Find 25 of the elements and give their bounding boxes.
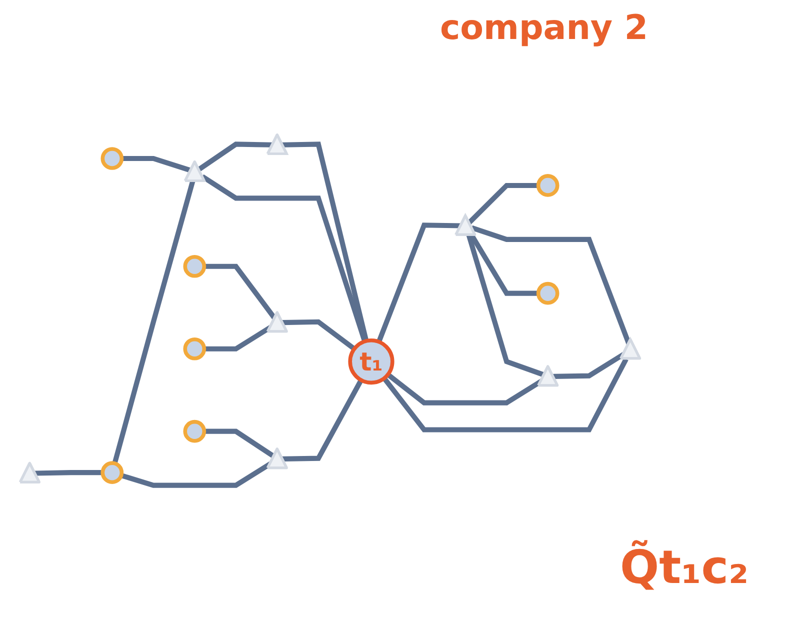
connector [112, 180, 196, 464]
connector [282, 319, 356, 351]
group-label: company 2 [440, 8, 648, 48]
connector [467, 182, 538, 224]
node-circle [100, 147, 124, 170]
node-circle [183, 254, 206, 278]
connector [382, 358, 628, 432]
connector [197, 142, 274, 172]
connector [282, 142, 369, 342]
connector [35, 470, 103, 476]
node-circle [536, 282, 560, 305]
connector [466, 234, 546, 378]
connector [204, 264, 277, 320]
node-circle [100, 461, 124, 484]
connector [470, 234, 538, 296]
connector [470, 225, 632, 345]
connector [122, 156, 192, 173]
node-circle [183, 420, 206, 443]
node-circle [183, 337, 206, 360]
node-circle [536, 174, 560, 197]
node-circle: t₁ [348, 338, 394, 385]
connector [282, 378, 364, 462]
formula-label: Q̃t₁c₂ [620, 540, 749, 594]
connector [204, 428, 276, 459]
connector [376, 222, 462, 343]
